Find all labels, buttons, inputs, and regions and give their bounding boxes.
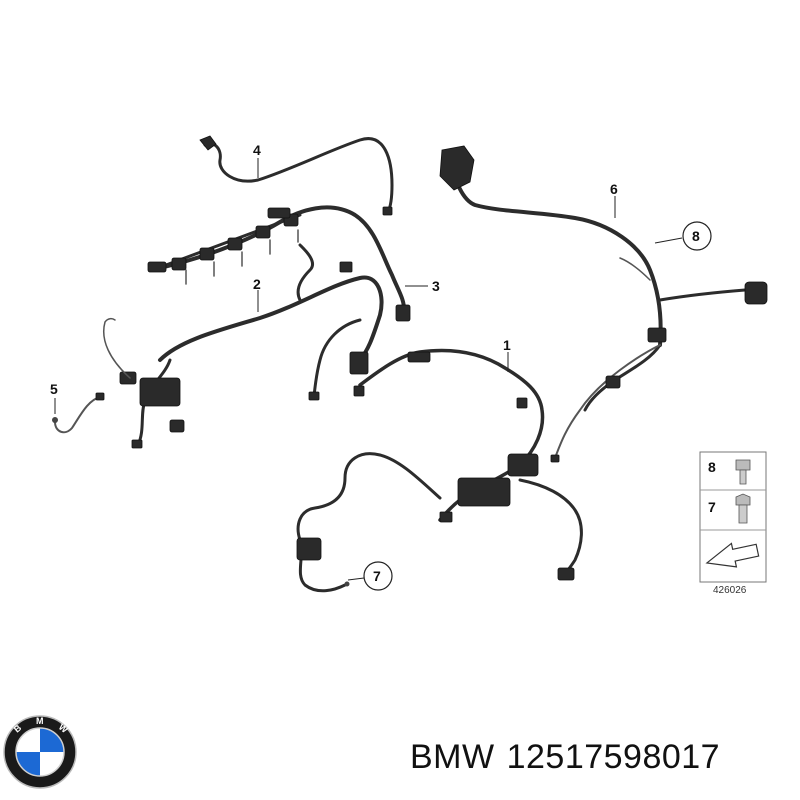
callout-4: 4 [253,142,261,158]
harness-part-1 [296,348,583,593]
harness-part-6 [439,145,768,463]
bolt-icon [735,493,751,524]
harness-part-4 [199,135,394,216]
part-number: 12517598017 [506,738,721,776]
callout-3: 3 [432,278,440,294]
callout-6: 6 [610,181,618,197]
reference-id: 426026 [713,585,747,596]
harness-part-5 [52,392,105,434]
arrow-icon [705,542,760,568]
legend-item-8-number: 8 [708,459,716,475]
brand-name: BMW [410,738,495,776]
harness-part-3 [147,205,411,322]
callout-8: 8 [692,228,700,244]
bolt-icon [735,459,751,485]
callout-7: 7 [373,568,381,584]
harness-part-2 [103,243,384,449]
legend-panel: 8 7 426026 [699,451,767,596]
bmw-logo: B M W [3,715,77,789]
leader-7 [347,577,365,581]
callout-5: 5 [50,381,58,397]
callout-2: 2 [253,276,261,292]
leader-8 [654,237,683,244]
legend-item-7-number: 7 [708,499,716,515]
callout-7-circle [363,561,393,591]
part-caption: BMW 12517598017 [410,738,720,777]
callout-1: 1 [503,337,511,353]
svg-text:B: B [12,722,24,734]
callout-8-circle [682,221,712,251]
svg-text:M: M [36,716,44,726]
